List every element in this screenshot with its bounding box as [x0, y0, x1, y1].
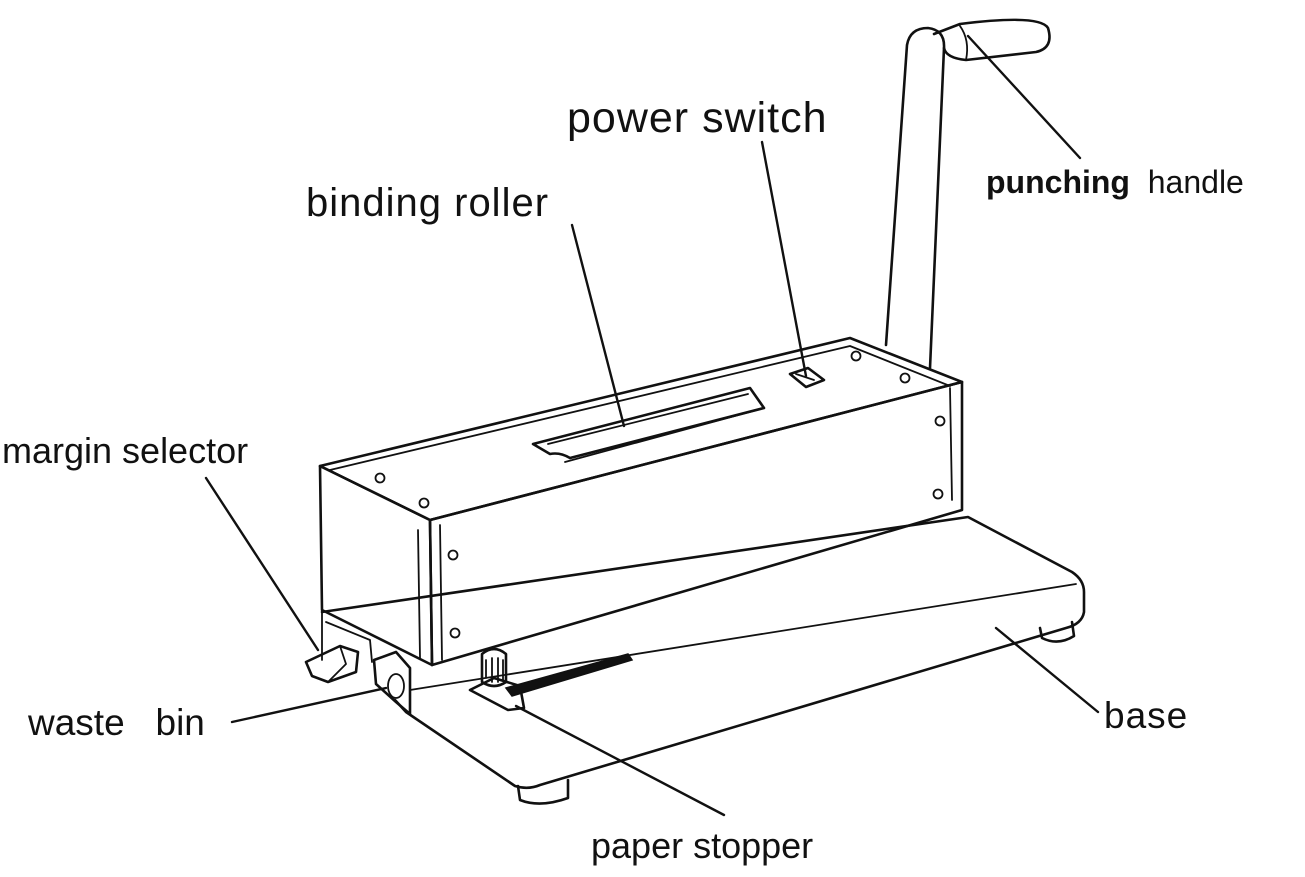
label-base: base — [1104, 695, 1189, 736]
leader-punching-handle — [966, 34, 1082, 160]
paper-stopper-shape — [468, 647, 634, 712]
label-punching-handle: punching handle — [986, 166, 1244, 198]
leader-paper-stopper — [514, 704, 726, 817]
power-switch-shape — [788, 366, 826, 389]
leader-base — [994, 626, 1100, 714]
label-punching: punching — [986, 164, 1130, 200]
label-handle: handle — [1147, 164, 1244, 200]
base-plate — [320, 515, 1086, 805]
label-paper-stopper: paper stopper — [591, 825, 814, 866]
label-waste-bin: waste bin — [28, 702, 205, 743]
leader-power-switch — [760, 140, 808, 378]
label-binding-roller: binding roller — [306, 181, 550, 225]
binding-roller-shape — [531, 386, 766, 463]
punching-handle-shape — [884, 18, 1051, 370]
label-margin-selector: margin selector — [2, 430, 249, 471]
leader-waste-bin — [230, 686, 388, 724]
main-body — [318, 336, 964, 667]
leader-lines — [204, 34, 1100, 817]
leader-margin-selector — [204, 476, 320, 652]
waste-bin-shape — [372, 650, 412, 716]
label-power-switch: power switch — [567, 94, 828, 142]
leader-binding-roller — [570, 223, 626, 428]
margin-selector-shape — [304, 609, 373, 684]
